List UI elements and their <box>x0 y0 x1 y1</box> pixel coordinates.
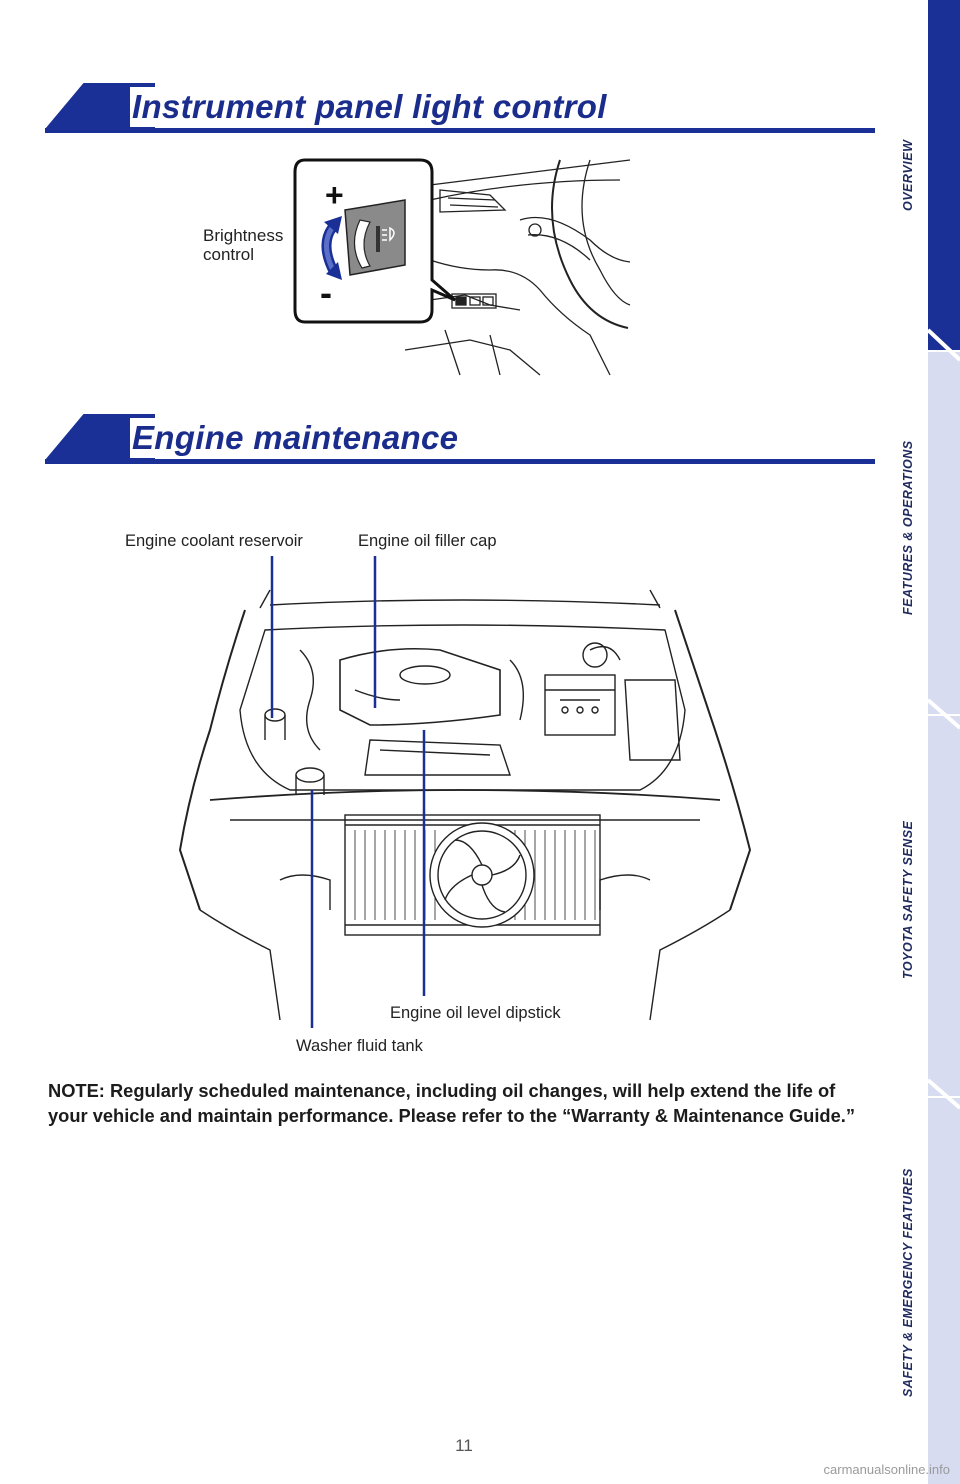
maintenance-note: NOTE: Regularly scheduled maintenance, i… <box>48 1080 855 1126</box>
headlight-icon <box>382 226 395 242</box>
section-header-instrument: Instrument panel light control <box>45 83 875 133</box>
instrument-panel-illustration: + - <box>293 158 631 376</box>
header-rule <box>45 459 875 464</box>
callout-engine-oil-filler-cap: Engine oil filler cap <box>358 532 497 550</box>
brightness-arrow-icon <box>321 216 342 280</box>
watermark: carmanualsonline.info <box>823 1462 950 1477</box>
tab-label-features-operations: FEATURES & OPERATIONS <box>901 440 915 616</box>
tab-separators <box>928 328 960 1110</box>
header-rule <box>45 128 875 133</box>
callout-washer-fluid-tank: Washer fluid tank <box>296 1037 423 1055</box>
tab-toyota-safety-sense[interactable] <box>928 716 960 1096</box>
chapter-tabs <box>928 0 960 1484</box>
callout-engine-oil-level-dipstick: Engine oil level dipstick <box>390 1004 561 1022</box>
tab-label-safety-emergency-features: SAFETY & EMERGENCY FEATURES <box>901 1168 915 1398</box>
callout-engine-coolant-reservoir: Engine coolant reservoir <box>125 532 303 550</box>
minus-symbol: - <box>320 272 332 313</box>
tab-safety-emergency-features[interactable] <box>928 1098 960 1484</box>
plus-symbol: + <box>325 177 344 213</box>
tab-label-toyota-safety-sense: TOYOTA SAFETY SENSE <box>901 820 915 980</box>
section-title: Instrument panel light control <box>130 87 637 127</box>
section-title: Engine maintenance <box>130 418 489 458</box>
brightness-control-label: Brightness control <box>203 226 283 264</box>
tab-label-overview: OVERVIEW <box>901 139 915 211</box>
section-header-engine: Engine maintenance <box>45 414 875 464</box>
page-number: 11 <box>455 1436 473 1455</box>
tab-features-operations[interactable] <box>928 352 960 714</box>
brightness-label-line1: Brightness <box>203 226 284 245</box>
tab-overview[interactable] <box>928 0 960 350</box>
brightness-label-line2: control <box>203 245 255 264</box>
engine-bay-illustration <box>178 589 752 1021</box>
